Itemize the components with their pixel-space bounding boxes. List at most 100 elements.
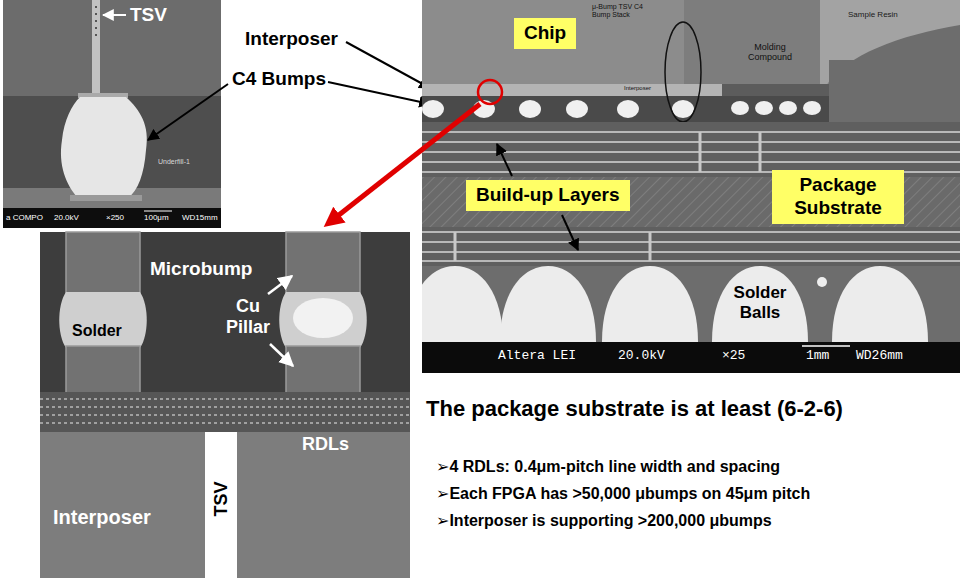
sem-info: WD15mm	[182, 213, 218, 222]
bullet-note: ➢Each FPGA has >50,000 μbumps on 45μm pi…	[436, 485, 810, 503]
c4-bump	[566, 100, 588, 118]
resin-edge	[829, 60, 960, 122]
bullet-note: ➢4 RDLs: 0.4μm-pitch line width and spac…	[436, 458, 780, 476]
c4-bump	[731, 101, 749, 115]
part-label: Interposer	[245, 28, 338, 50]
image-annotation: Underfill-1	[158, 158, 190, 166]
c4-bump	[672, 100, 694, 118]
build-up-layer	[422, 251, 960, 253]
underfill	[422, 96, 829, 122]
chip-label-box: Chip	[514, 18, 576, 49]
part-label: C4 Bumps	[232, 68, 326, 90]
package-substrate	[422, 122, 960, 266]
leader-arrow	[270, 344, 293, 366]
sem-info: WD26mm	[856, 349, 903, 364]
sem-image	[422, 0, 960, 373]
sem-inset	[3, 0, 221, 228]
image-annotation: μ-Bump TSV C4 Bump Stack	[592, 3, 652, 19]
scale-bar	[802, 345, 850, 347]
scale-bar	[144, 211, 172, 212]
solder-ball	[712, 266, 808, 342]
sem-info-bar	[3, 208, 221, 228]
zoom-circle	[478, 80, 502, 104]
image-annotation: Interposer	[624, 85, 651, 92]
build-up-layer	[422, 131, 960, 133]
c4-bump	[617, 100, 639, 118]
layer-label-box: Build-up Layers	[466, 180, 630, 211]
rdl-line	[40, 414, 410, 416]
c4-bump	[422, 100, 444, 118]
cu-pillar	[66, 346, 140, 393]
sem-info-bar	[422, 342, 960, 373]
rdl-line	[40, 406, 410, 408]
build-up-layer	[422, 151, 960, 153]
cu-pillar	[286, 232, 360, 294]
cu-pillar	[66, 232, 140, 294]
part-label: RDLs	[302, 434, 349, 455]
sem-info: Altera LEI	[498, 349, 576, 364]
part-label: Solder	[72, 322, 122, 340]
leader-arrow	[103, 14, 126, 16]
c4-bump	[803, 101, 821, 115]
build-up-layer	[422, 161, 960, 163]
via	[759, 132, 762, 172]
sem-info: ×25	[722, 349, 745, 364]
rdl-line	[40, 422, 410, 424]
tsv-void	[95, 6, 97, 40]
part-label: TSV	[130, 4, 167, 26]
interposer-silicon	[40, 432, 410, 578]
rdl-band	[40, 392, 410, 432]
build-up-layer	[422, 141, 960, 143]
node-text: Build-up Layers	[476, 184, 620, 207]
heading-note: The package substrate is at least (6-2-6…	[426, 396, 843, 421]
stack-outline	[665, 22, 701, 122]
node-text: Chip	[524, 22, 566, 45]
node-text: Solder Balls	[722, 283, 798, 322]
leader-arrow	[497, 144, 512, 176]
sem-info: 100μm	[144, 213, 169, 222]
sem-info: 20.0kV	[54, 213, 79, 222]
image-annotation: Sample Resin	[848, 10, 898, 19]
sem-info: 1mm	[806, 349, 829, 364]
cu-pillar	[286, 346, 360, 393]
tsv-via	[92, 0, 100, 97]
tsv-via: TSV	[205, 432, 237, 578]
solder	[293, 298, 353, 338]
solder-ball	[602, 266, 698, 342]
node-text: TSV	[211, 482, 232, 517]
c4-bump	[519, 100, 541, 118]
solder-ball-shape	[708, 263, 812, 342]
interposer	[422, 84, 722, 96]
solder	[279, 292, 367, 348]
build-up-layer	[422, 260, 960, 262]
leader-arrow	[346, 42, 430, 88]
leader-arrow	[268, 276, 292, 294]
sem-inset	[40, 232, 410, 578]
image-annotation: Molding Compound	[738, 42, 802, 63]
part-label: Cu Pillar	[216, 296, 280, 337]
build-up-layer	[422, 231, 960, 233]
molding-compound	[684, 0, 829, 85]
leader-arrow	[562, 215, 578, 250]
solder	[59, 292, 147, 348]
c4-bump	[61, 97, 147, 198]
via	[699, 132, 702, 172]
bullet-note: ➢Interposer is supporting >200,000 μbump…	[436, 512, 772, 530]
via	[649, 232, 652, 261]
via	[454, 232, 457, 261]
part-label: Microbump	[150, 258, 252, 280]
substrate-label-box: Package Substrate	[772, 170, 904, 224]
solder-ball: Solder Balls	[708, 263, 812, 342]
zoom-arrow	[330, 104, 480, 222]
leader-arrow	[328, 82, 430, 104]
leader-arrow	[148, 84, 228, 140]
bump-pad	[70, 195, 142, 201]
solder-ball	[500, 266, 596, 342]
sem-info: ×250	[106, 213, 124, 222]
sem-info: a COMPO	[6, 213, 43, 222]
build-up-layer	[422, 241, 960, 243]
solder-ball-small	[817, 277, 827, 287]
solder-ball	[832, 266, 928, 342]
chip-die	[422, 0, 684, 85]
